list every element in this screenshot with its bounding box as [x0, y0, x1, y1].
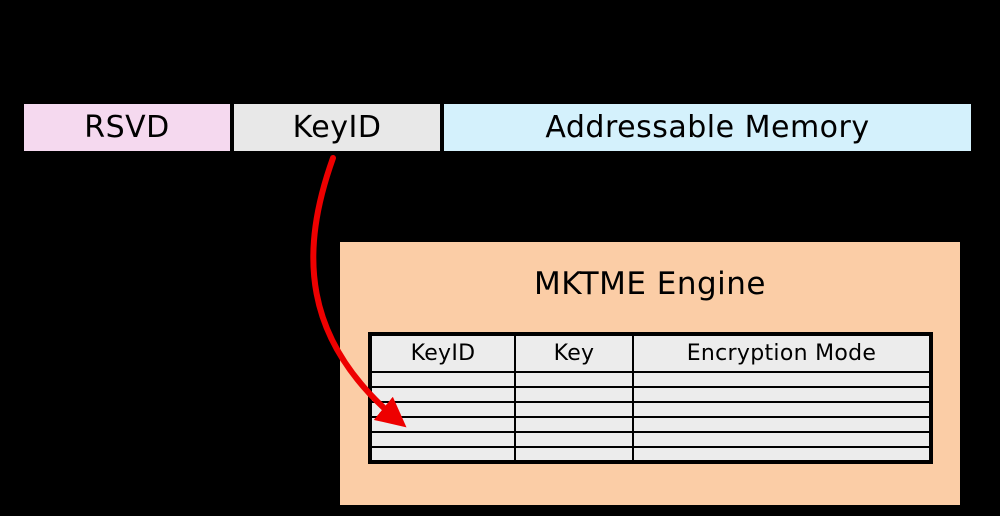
cell-key [514, 416, 634, 433]
cell-keyid [369, 446, 516, 463]
cell-encryption-mode [632, 416, 932, 433]
cell-keyid [369, 371, 516, 388]
table-row [369, 416, 932, 433]
cell-encryption-mode [632, 371, 932, 388]
column-header-keyid: KeyID [369, 333, 516, 373]
address-segment-keyid: KeyID [231, 103, 441, 152]
cell-key [514, 401, 634, 418]
mktme-engine-panel: MKTME Engine KeyID Key Encryption Mode [340, 242, 960, 505]
physical-address-space-bar: RSVD KeyID Addressable Memory [20, 100, 975, 155]
cell-key [514, 386, 634, 403]
cell-encryption-mode [632, 446, 932, 463]
table-row [369, 386, 932, 403]
column-header-encryption-mode: Encryption Mode [632, 333, 932, 373]
table-header-row: KeyID Key Encryption Mode [369, 333, 932, 373]
table-row [369, 431, 932, 448]
cell-encryption-mode [632, 386, 932, 403]
cell-keyid [369, 431, 516, 448]
cell-encryption-mode [632, 431, 932, 448]
table-body [369, 371, 932, 463]
address-segment-addressable-memory: Addressable Memory [441, 103, 972, 152]
cell-key [514, 446, 634, 463]
table-row [369, 371, 932, 388]
table-row [369, 401, 932, 418]
cell-keyid [369, 386, 516, 403]
table-row [369, 446, 932, 463]
cell-key [514, 431, 634, 448]
mktme-engine-title: MKTME Engine [533, 266, 767, 302]
cell-keyid [369, 416, 516, 433]
mktme-key-table: KeyID Key Encryption Mode [368, 332, 933, 464]
cell-key [514, 371, 634, 388]
column-header-key: Key [514, 333, 634, 373]
cell-keyid [369, 401, 516, 418]
address-segment-rsvd: RSVD [23, 103, 231, 152]
cell-encryption-mode [632, 401, 932, 418]
